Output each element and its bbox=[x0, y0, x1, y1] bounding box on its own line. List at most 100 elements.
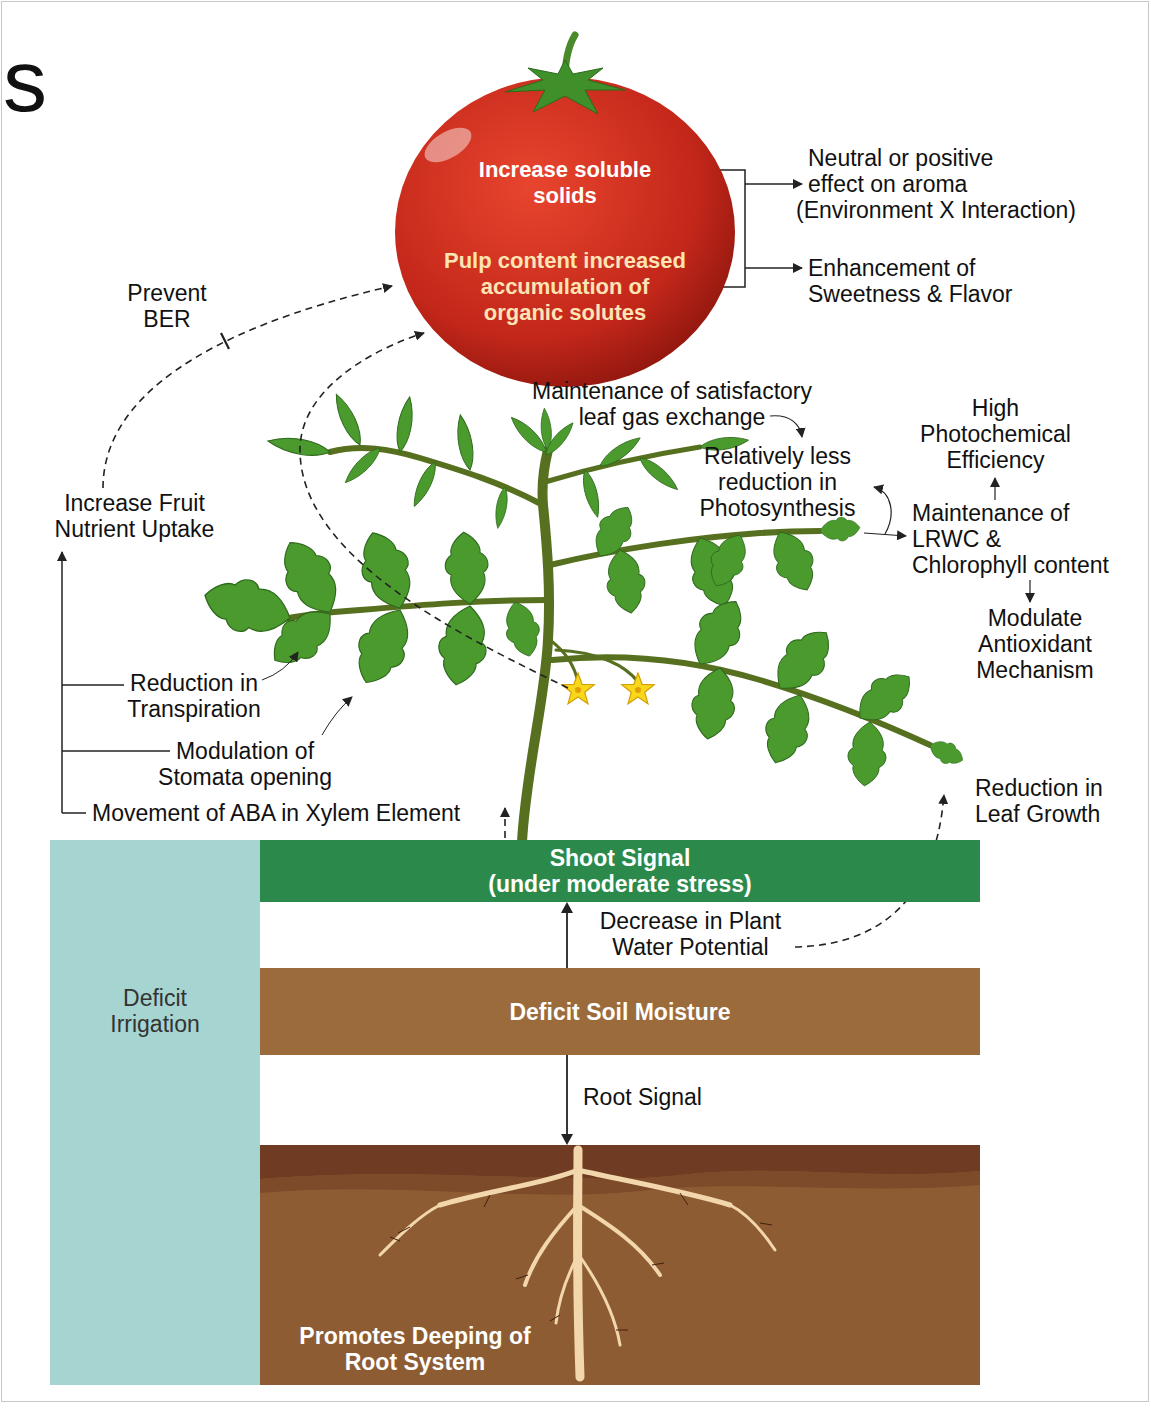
root-zone-soil-shape bbox=[260, 1171, 980, 1195]
leader-arrows bbox=[1029, 580, 1030, 602]
tomato-leaves bbox=[267, 434, 332, 460]
node-text: (under moderate stress) bbox=[488, 871, 751, 897]
tomato-leaves bbox=[341, 444, 384, 487]
root-zone-soil-shape bbox=[578, 1150, 581, 1377]
tomato-leaves bbox=[433, 602, 494, 689]
tomato-leaves bbox=[763, 524, 825, 598]
arrow-head bbox=[561, 902, 573, 913]
tomato-leaves bbox=[755, 688, 820, 770]
signal-arrow bbox=[561, 902, 573, 968]
plant-stem bbox=[556, 650, 638, 682]
root-zone-soil-shape bbox=[390, 1193, 772, 1330]
signal-arrow-line bbox=[566, 913, 568, 968]
arrow-head bbox=[561, 1134, 573, 1145]
tomato-leaves bbox=[442, 530, 491, 605]
root-zone-soil-shape bbox=[556, 1255, 578, 1323]
root-zone-soil-shape bbox=[578, 1170, 730, 1205]
tomato-leaves bbox=[350, 525, 422, 616]
root-zone-soil-shape bbox=[578, 1205, 660, 1275]
tomato-leaves bbox=[493, 486, 510, 529]
tomato-leaves bbox=[848, 662, 921, 732]
tomato-leaves bbox=[764, 619, 843, 702]
effect-note: Modulation of Stomata opening bbox=[145, 738, 345, 790]
tomato-leaves bbox=[345, 600, 422, 693]
root-zone-soil-shape bbox=[390, 1193, 772, 1330]
tomato-flowers bbox=[562, 673, 594, 704]
leader-arrows bbox=[62, 812, 86, 814]
tomato-leaves bbox=[601, 547, 650, 617]
node-text: Promotes Deeping of Root System bbox=[285, 1323, 545, 1375]
effect-note: Neutral or positive effect on aroma bbox=[808, 145, 1008, 197]
tomato-leaves bbox=[579, 469, 603, 519]
effect-note: Maintenance of LRWC & Chlorophyll conten… bbox=[912, 500, 1117, 578]
tomato-fruit: Increase soluble solidsPulp content incr… bbox=[393, 30, 737, 390]
root-zone-soil-shape bbox=[440, 1170, 578, 1205]
tomato-leaves bbox=[198, 391, 967, 787]
tomato-fruit-shape bbox=[505, 60, 625, 114]
tomato-leaves bbox=[507, 413, 550, 456]
edge-label: Root Signal bbox=[583, 1084, 702, 1110]
effect-note: Relatively less reduction in Photosynthe… bbox=[685, 443, 870, 521]
irrigation-band: Deficit Irrigation bbox=[50, 840, 260, 1385]
root-zone-soil-shape bbox=[260, 1145, 980, 1385]
tomato-leaves bbox=[701, 528, 755, 593]
inhibition-bar bbox=[221, 333, 229, 349]
node-text: Deficit Soil Moisture bbox=[509, 999, 730, 1025]
tomato-leaves bbox=[686, 664, 741, 742]
tomato-fruit-shape bbox=[419, 121, 477, 170]
tomato-leaves bbox=[330, 391, 366, 447]
tomato-flowers bbox=[635, 687, 641, 693]
tomato-leaves bbox=[681, 591, 754, 675]
tomato-flowers bbox=[575, 687, 581, 693]
tomato-leaves bbox=[261, 598, 344, 677]
leader-arrows bbox=[322, 697, 352, 735]
plant-stem bbox=[330, 448, 543, 505]
signal-arrow bbox=[561, 1055, 573, 1145]
tomato-leaves bbox=[409, 460, 440, 509]
effect-note: High Photochemical Efficiency bbox=[903, 395, 1088, 473]
dashed-arrows bbox=[300, 333, 568, 688]
node-text: Shoot Signal bbox=[550, 845, 691, 871]
edge-label: Decrease in Plant Water Potential bbox=[583, 908, 798, 960]
leader-arrows bbox=[62, 170, 1030, 813]
effect-note: Prevent BER bbox=[112, 280, 222, 332]
leader-arrows bbox=[62, 684, 124, 686]
root-zone-soil-shape bbox=[730, 1205, 775, 1250]
tomato-leaves bbox=[636, 454, 681, 494]
leader-arrows bbox=[770, 416, 802, 437]
dashed-arrows bbox=[504, 808, 506, 838]
tomato-leaves bbox=[586, 499, 643, 564]
soil-moisture-band: Deficit Soil Moisture bbox=[260, 968, 980, 1055]
effect-note: Enhancement of Sweetness & Flavor bbox=[808, 255, 1023, 307]
leader-arrows bbox=[61, 552, 63, 813]
effect-note: Reduction in Leaf Growth bbox=[975, 775, 1125, 827]
root-zone-soil-shape bbox=[579, 1255, 620, 1345]
tomato-leaves bbox=[454, 414, 477, 471]
tomato-leaves bbox=[269, 531, 350, 624]
tomato-leaves bbox=[542, 420, 577, 459]
effect-note: Increase Fruit Nutrient Uptake bbox=[37, 490, 232, 542]
node-text: Increase soluble solids bbox=[465, 157, 665, 209]
tomato-leaves bbox=[925, 735, 967, 770]
plant-stem bbox=[550, 640, 578, 682]
tomato-flowers bbox=[562, 673, 654, 704]
signal-arrow-line bbox=[566, 1055, 568, 1134]
effect-note: Maintenance of satisfactory leaf gas exc… bbox=[522, 378, 822, 430]
tomato-flowers bbox=[622, 673, 654, 704]
root-zone-soil: Promotes Deeping of Root System bbox=[260, 1145, 980, 1385]
effect-note: Modulate Antioxidant Mechanism bbox=[960, 605, 1110, 683]
effect-note: Movement of ABA in Xylem Element bbox=[92, 800, 460, 826]
leader-arrows bbox=[994, 478, 995, 500]
node-text: Deficit Irrigation bbox=[90, 985, 220, 1037]
tomato-leaves bbox=[845, 720, 888, 787]
leader-arrows bbox=[874, 487, 891, 534]
effect-note: (Environment X Interaction) bbox=[796, 197, 1136, 223]
tomato-leaves bbox=[393, 396, 416, 453]
node-text: Pulp content increased accumulation of o… bbox=[440, 248, 690, 326]
shoot-signal-band: Shoot Signal(under moderate stress) bbox=[260, 840, 980, 902]
effect-note: Reduction in Transpiration bbox=[114, 670, 274, 722]
title-fragment: s bbox=[3, 30, 47, 132]
tomato-leaves bbox=[499, 598, 546, 661]
leader-arrows bbox=[62, 750, 170, 752]
